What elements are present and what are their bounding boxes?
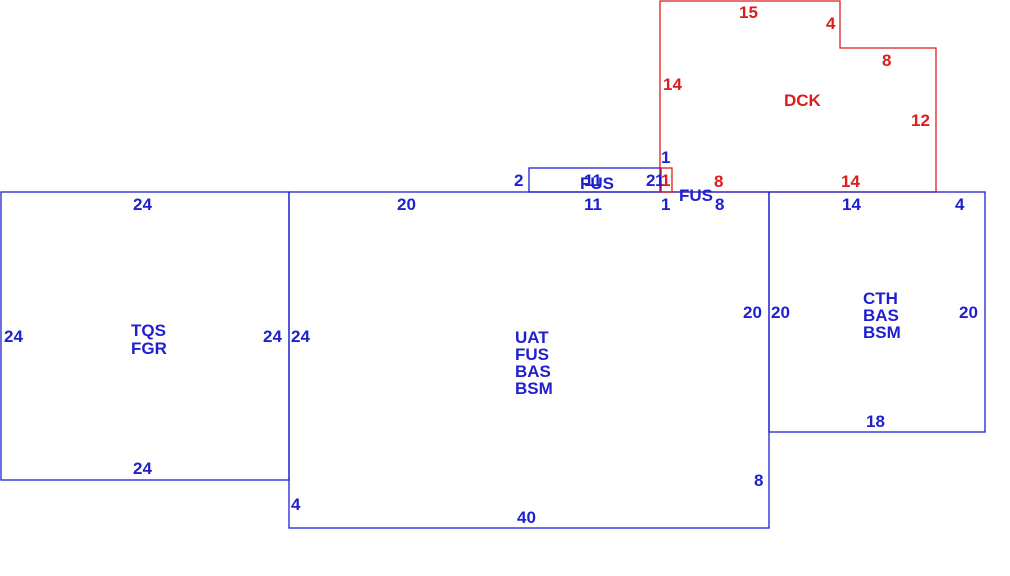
annex-dim-right: 20 (959, 303, 978, 322)
annex-code-3: BSM (863, 323, 901, 342)
annex-dim-top: 14 (842, 195, 861, 214)
main-code-4: BSM (515, 379, 553, 398)
deck-dim-notch: 4 (826, 14, 836, 33)
annex-dim-left: 20 (771, 303, 790, 322)
main-code-2: FUS (515, 345, 549, 364)
main-dim-bottom-left: 4 (291, 495, 301, 514)
small-dim-inner: 1 (661, 171, 670, 190)
deck-dim-bottom: 14 (841, 172, 860, 191)
garage-dim-bottom: 24 (133, 459, 152, 478)
main-dim-top-right: 1 (661, 195, 670, 214)
main-dim-bottom: 40 (517, 508, 536, 527)
deck-dim-step: 8 (882, 51, 891, 70)
main-code-3: BAS (515, 362, 551, 381)
deck-dim-top: 15 (739, 3, 758, 22)
main-dim-right-upper: 20 (743, 303, 762, 322)
annex-code-2: BAS (863, 306, 899, 325)
upper-dim-left: 2 (514, 171, 523, 190)
annex-outline (768, 191, 986, 433)
upper-floor-code: FUS (580, 174, 614, 193)
deck-dim-bottom-left: 8 (714, 172, 723, 191)
annex-dim-top-right: 4 (955, 195, 965, 214)
annex-dim-bottom: 18 (866, 412, 885, 431)
garage-dim-right: 24 (263, 327, 282, 346)
garage-dim-left: 24 (4, 327, 23, 346)
garage-code-1: TQS (131, 321, 166, 340)
small-dim-left: 1 (661, 148, 670, 167)
deck-dim-left: 14 (663, 75, 682, 94)
deck-dim-right: 12 (911, 111, 930, 130)
main-dim-left: 24 (291, 327, 310, 346)
main-dim-top-8: 8 (715, 195, 724, 214)
garage-dim-top: 24 (133, 195, 152, 214)
deck-code: DCK (784, 91, 822, 110)
main-dim-top-mid: 11 (584, 195, 602, 214)
main-dim-right-lower: 8 (754, 471, 763, 490)
small-area-outline (659, 167, 673, 193)
annex-code-1: CTH (863, 289, 898, 308)
small-dim-right: 1 (655, 171, 664, 190)
upper-dim-top: 11 (584, 171, 602, 190)
main-code-1: UAT (515, 328, 549, 347)
small-area-code: FUS (679, 186, 713, 205)
upper-floor-outline (528, 167, 662, 193)
main-dim-top-left: 20 (397, 195, 416, 214)
garage-code-2: FGR (131, 339, 167, 358)
upper-dim-right: 2 (646, 171, 655, 190)
